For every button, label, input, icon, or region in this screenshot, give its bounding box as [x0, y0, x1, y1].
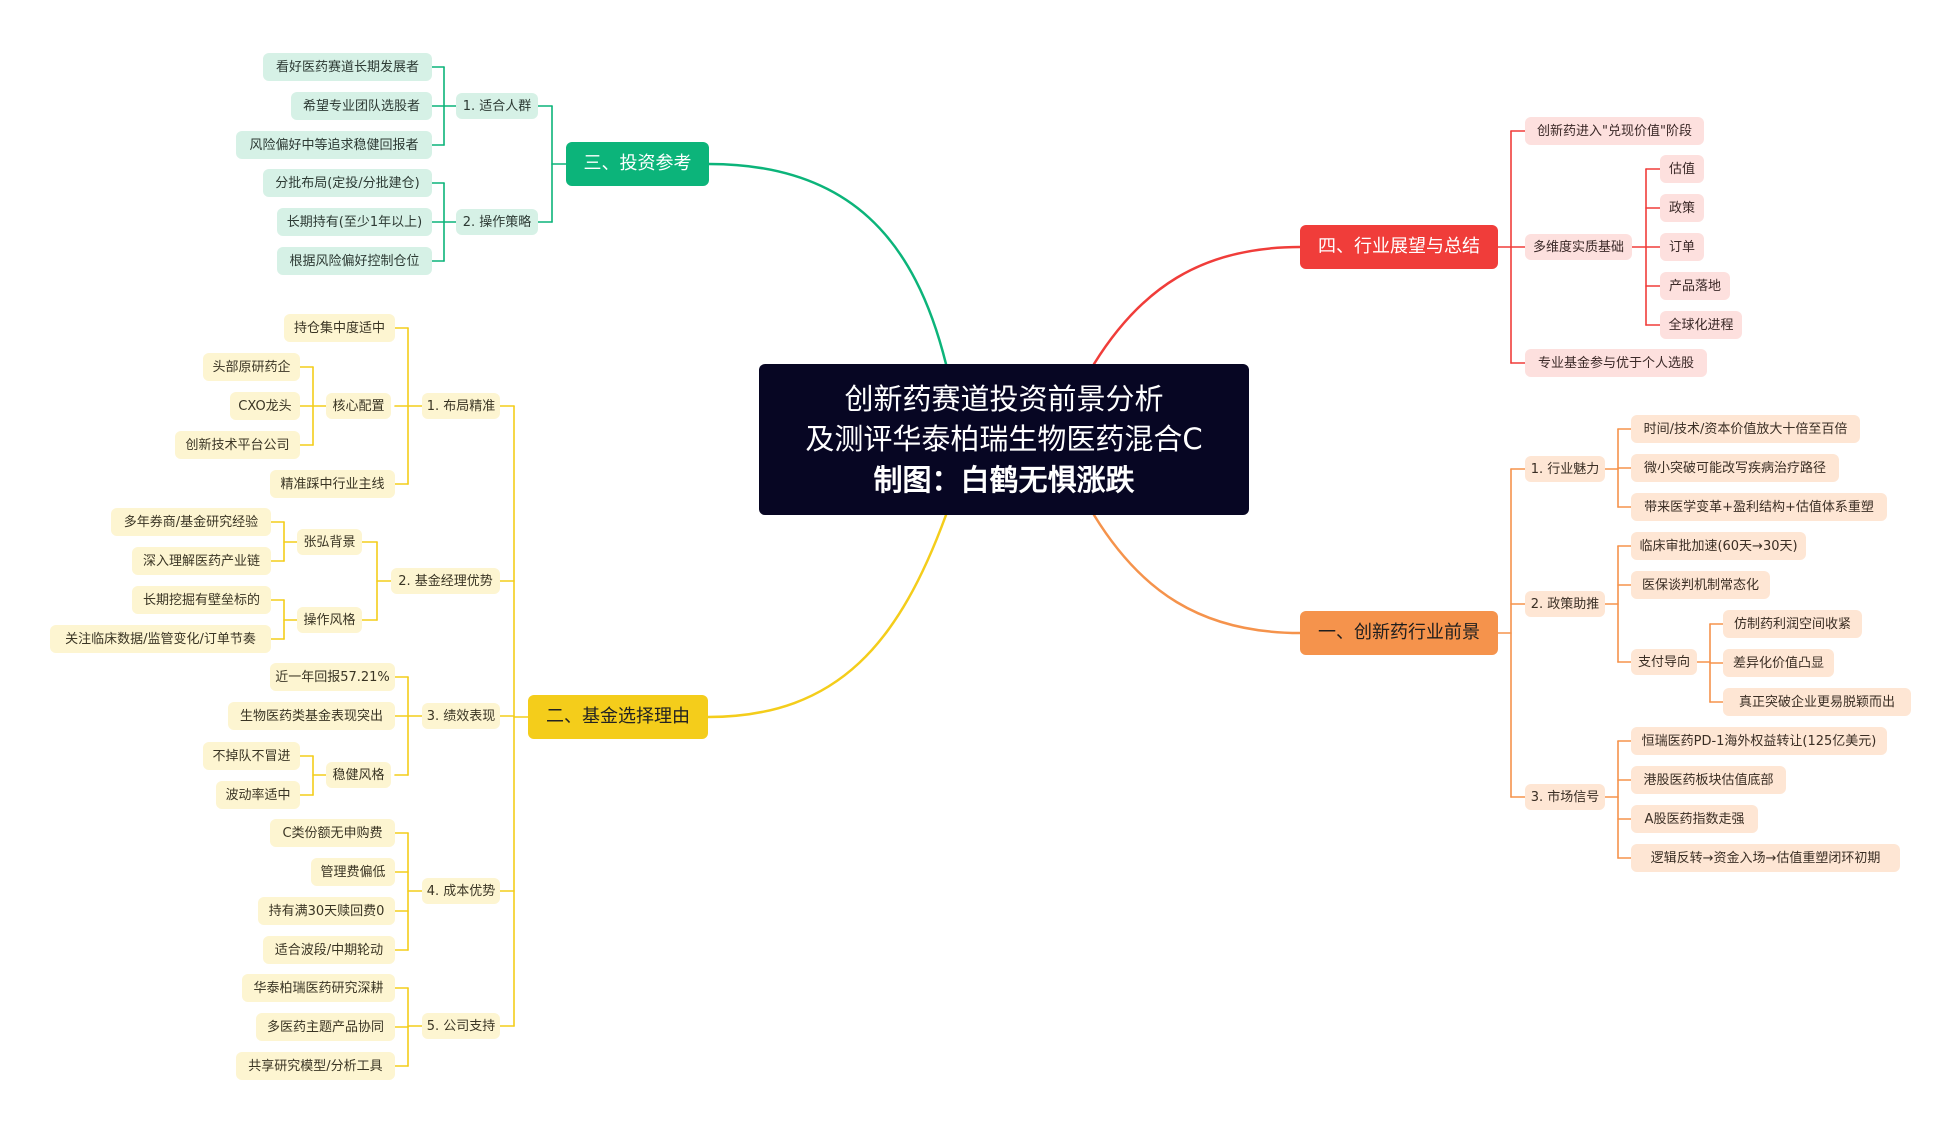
topic-policy-support[interactable]: 2. 政策助推	[1525, 591, 1605, 617]
leaf-node[interactable]: 仿制药利润空间收紧	[1723, 610, 1862, 638]
leaf-node[interactable]: 医保谈判机制常态化	[1631, 571, 1770, 599]
leaf-node[interactable]: 差异化价值凸显	[1723, 649, 1834, 677]
leaf-node[interactable]: 关注临床数据/监管变化/订单节奏	[50, 625, 271, 653]
leaf-node[interactable]: 估值	[1660, 155, 1704, 183]
leaf-node[interactable]: A股医药指数走强	[1631, 805, 1758, 833]
topic-payment-orientation[interactable]: 支付导向	[1631, 649, 1697, 675]
central-topic[interactable]: 创新药赛道投资前景分析 及测评华泰柏瑞生物医药混合C 制图：白鹤无惧涨跌	[759, 364, 1249, 515]
connector-line	[1092, 513, 1302, 635]
leaf-node[interactable]: 产品落地	[1660, 272, 1730, 300]
topic-market-signals[interactable]: 3. 市场信号	[1525, 784, 1605, 810]
leaf-node[interactable]: 持仓集中度适中	[284, 314, 395, 342]
central-topic-author: 制图：白鹤无惧涨跌	[873, 462, 1135, 497]
leaf-node[interactable]: 逻辑反转→资金入场→估值重塑闭环初期	[1631, 844, 1900, 872]
leaf-node[interactable]: 临床审批加速(60天→30天)	[1631, 532, 1806, 560]
central-topic-line-1: 创新药赛道投资前景分析	[844, 382, 1164, 417]
topic-operation-style[interactable]: 操作风格	[297, 607, 362, 633]
leaf-node[interactable]: 波动率适中	[216, 781, 300, 809]
leaf-node[interactable]: 持有满30天赎回费0	[258, 897, 395, 925]
topic-core-allocation[interactable]: 核心配置	[326, 393, 391, 419]
leaf-node[interactable]: 订单	[1660, 233, 1704, 261]
leaf-node[interactable]: 不掉队不冒进	[203, 742, 300, 770]
leaf-node[interactable]: 长期挖掘有壁垒标的	[132, 586, 271, 614]
central-topic-line-2: 及测评华泰柏瑞生物医药混合C	[805, 422, 1203, 457]
leaf-node[interactable]: 风险偏好中等追求稳健回报者	[236, 131, 432, 159]
leaf-node[interactable]: 时间/技术/资本价值放大十倍至百倍	[1631, 415, 1860, 443]
leaf-node[interactable]: 恒瑞医药PD-1海外权益转让(125亿美元)	[1631, 727, 1887, 755]
connector-line	[707, 162, 948, 366]
leaf-node[interactable]: 创新药进入"兑现价值"阶段	[1525, 117, 1704, 145]
leaf-node[interactable]: 政策	[1660, 194, 1704, 222]
leaf-node[interactable]: 分批布局(定投/分批建仓)	[263, 169, 432, 197]
topic-precise-layout[interactable]: 1. 布局精准	[422, 393, 500, 419]
topic-manager-advantage[interactable]: 2. 基金经理优势	[391, 568, 500, 594]
leaf-node[interactable]: 深入理解医药产业链	[132, 547, 271, 575]
leaf-node[interactable]: 希望专业团队选股者	[291, 92, 432, 120]
topic-industry-appeal[interactable]: 1. 行业魅力	[1525, 456, 1605, 482]
leaf-node[interactable]: 根据风险偏好控制仓位	[277, 247, 432, 275]
leaf-node[interactable]: 真正突破企业更易脱颖而出	[1723, 688, 1911, 716]
leaf-node[interactable]: 带来医学变革+盈利结构+估值体系重塑	[1631, 493, 1887, 521]
leaf-node[interactable]: CXO龙头	[230, 392, 300, 420]
leaf-node[interactable]: 华泰柏瑞医药研究深耕	[242, 974, 395, 1002]
leaf-node[interactable]: 专业基金参与优于个人选股	[1525, 349, 1707, 377]
leaf-node[interactable]: 多年券商/基金研究经验	[111, 508, 271, 536]
topic-steady-style[interactable]: 稳健风格	[326, 762, 391, 788]
topic-manager-background[interactable]: 张弘背景	[297, 529, 362, 555]
branch-industry-prospects[interactable]: 一、创新药行业前景	[1300, 611, 1498, 655]
leaf-node[interactable]: 精准踩中行业主线	[270, 470, 395, 498]
leaf-node[interactable]: 全球化进程	[1660, 311, 1742, 339]
leaf-node[interactable]: 共享研究模型/分析工具	[236, 1052, 395, 1080]
connector-line	[706, 513, 948, 719]
topic-operation-strategy[interactable]: 2. 操作策略	[456, 209, 538, 235]
topic-performance[interactable]: 3. 绩效表现	[422, 703, 500, 729]
leaf-node[interactable]: C类份额无申购费	[270, 819, 395, 847]
leaf-node[interactable]: 头部原研药企	[203, 353, 300, 381]
leaf-node[interactable]: 管理费偏低	[311, 858, 395, 886]
topic-multidimensional-basis[interactable]: 多维度实质基础	[1525, 234, 1632, 260]
leaf-node[interactable]: 多医药主题产品协同	[256, 1013, 395, 1041]
leaf-node[interactable]: 看好医药赛道长期发展者	[263, 53, 432, 81]
leaf-node[interactable]: 长期持有(至少1年以上)	[277, 208, 432, 236]
topic-cost-advantage[interactable]: 4. 成本优势	[422, 878, 500, 904]
leaf-node[interactable]: 生物医药类基金表现突出	[228, 702, 395, 730]
leaf-node[interactable]: 港股医药板块估值底部	[1631, 766, 1786, 794]
branch-investment-reference[interactable]: 三、投资参考	[566, 142, 709, 186]
leaf-node[interactable]: 微小突破可能改写疾病治疗路径	[1631, 454, 1839, 482]
branch-fund-selection-reasons[interactable]: 二、基金选择理由	[528, 695, 708, 739]
connector-line	[1092, 245, 1302, 366]
leaf-node[interactable]: 创新技术平台公司	[175, 431, 300, 459]
leaf-node[interactable]: 近一年回报57.21%	[270, 663, 395, 691]
topic-company-support[interactable]: 5. 公司支持	[422, 1013, 500, 1039]
leaf-node[interactable]: 适合波段/中期轮动	[263, 936, 395, 964]
topic-suitable-investors[interactable]: 1. 适合人群	[456, 93, 538, 119]
branch-industry-outlook[interactable]: 四、行业展望与总结	[1300, 225, 1498, 269]
